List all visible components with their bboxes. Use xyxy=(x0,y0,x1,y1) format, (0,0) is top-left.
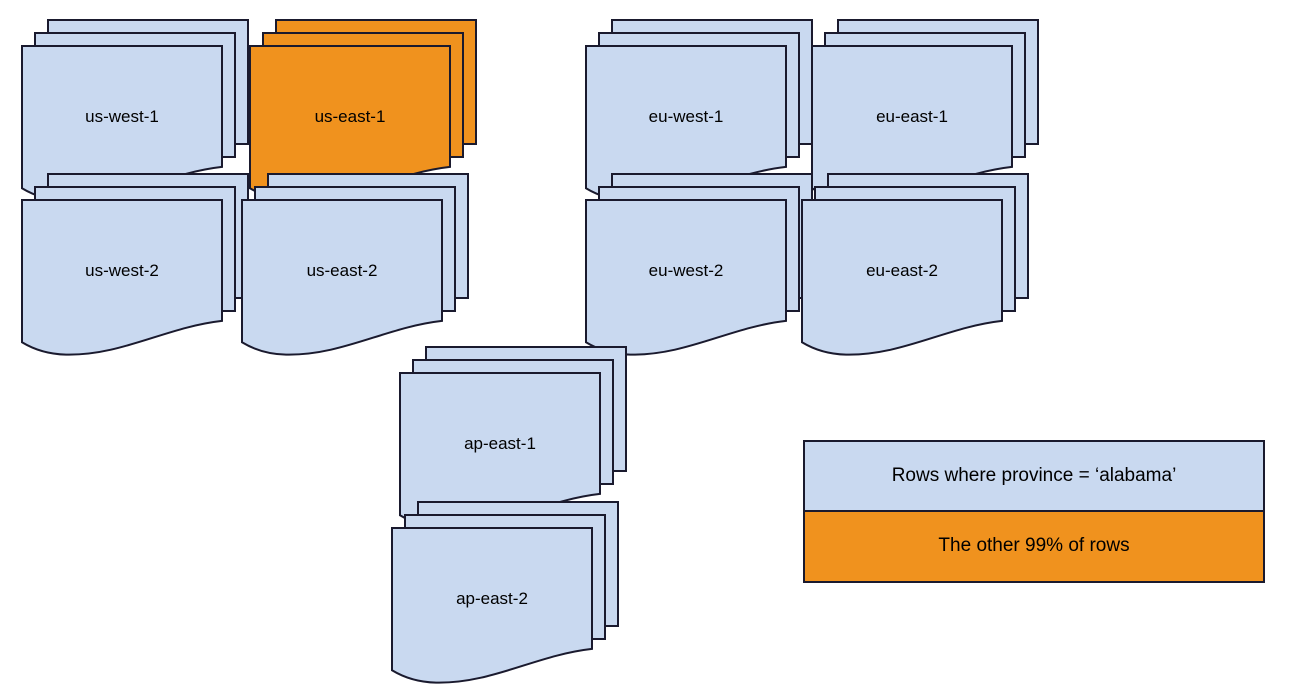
region-stack-us-west-1[interactable]: us-west-1 xyxy=(20,18,250,203)
legend-item-alabama: Rows where province = ‘alabama’ xyxy=(805,442,1263,512)
region-shape-ap-east-1 xyxy=(399,346,627,529)
region-shape-us-west-2 xyxy=(21,173,249,356)
region-shape-us-west-1 xyxy=(21,19,249,202)
region-shape-eu-west-1 xyxy=(585,19,813,202)
region-shape-eu-west-2 xyxy=(585,173,813,356)
document-sheet-front xyxy=(585,199,787,356)
region-stack-eu-west-2[interactable]: eu-west-2 xyxy=(584,172,814,357)
document-sheet-front xyxy=(391,527,593,684)
region-stack-ap-east-2[interactable]: ap-east-2 xyxy=(390,500,620,685)
region-shape-us-east-1 xyxy=(249,19,477,202)
region-shape-eu-east-2 xyxy=(801,173,1029,356)
document-sheet-front xyxy=(241,199,443,356)
region-shape-us-east-2 xyxy=(241,173,469,356)
region-stack-us-east-1[interactable]: us-east-1 xyxy=(248,18,478,203)
region-shape-eu-east-1 xyxy=(811,19,1039,202)
legend-item-other: The other 99% of rows xyxy=(805,511,1263,581)
region-shape-ap-east-2 xyxy=(391,501,619,684)
legend-item-label: The other 99% of rows xyxy=(938,535,1130,557)
document-sheet-front xyxy=(21,199,223,356)
region-stack-eu-west-1[interactable]: eu-west-1 xyxy=(584,18,814,203)
document-sheet-front xyxy=(801,199,1003,356)
region-stack-ap-east-1[interactable]: ap-east-1 xyxy=(398,345,628,530)
region-stack-eu-east-2[interactable]: eu-east-2 xyxy=(800,172,1030,357)
legend: Rows where province = ‘alabama’ The othe… xyxy=(803,440,1265,583)
region-stack-us-east-2[interactable]: us-east-2 xyxy=(240,172,470,357)
legend-item-label: Rows where province = ‘alabama’ xyxy=(891,464,1177,486)
region-stack-us-west-2[interactable]: us-west-2 xyxy=(20,172,250,357)
